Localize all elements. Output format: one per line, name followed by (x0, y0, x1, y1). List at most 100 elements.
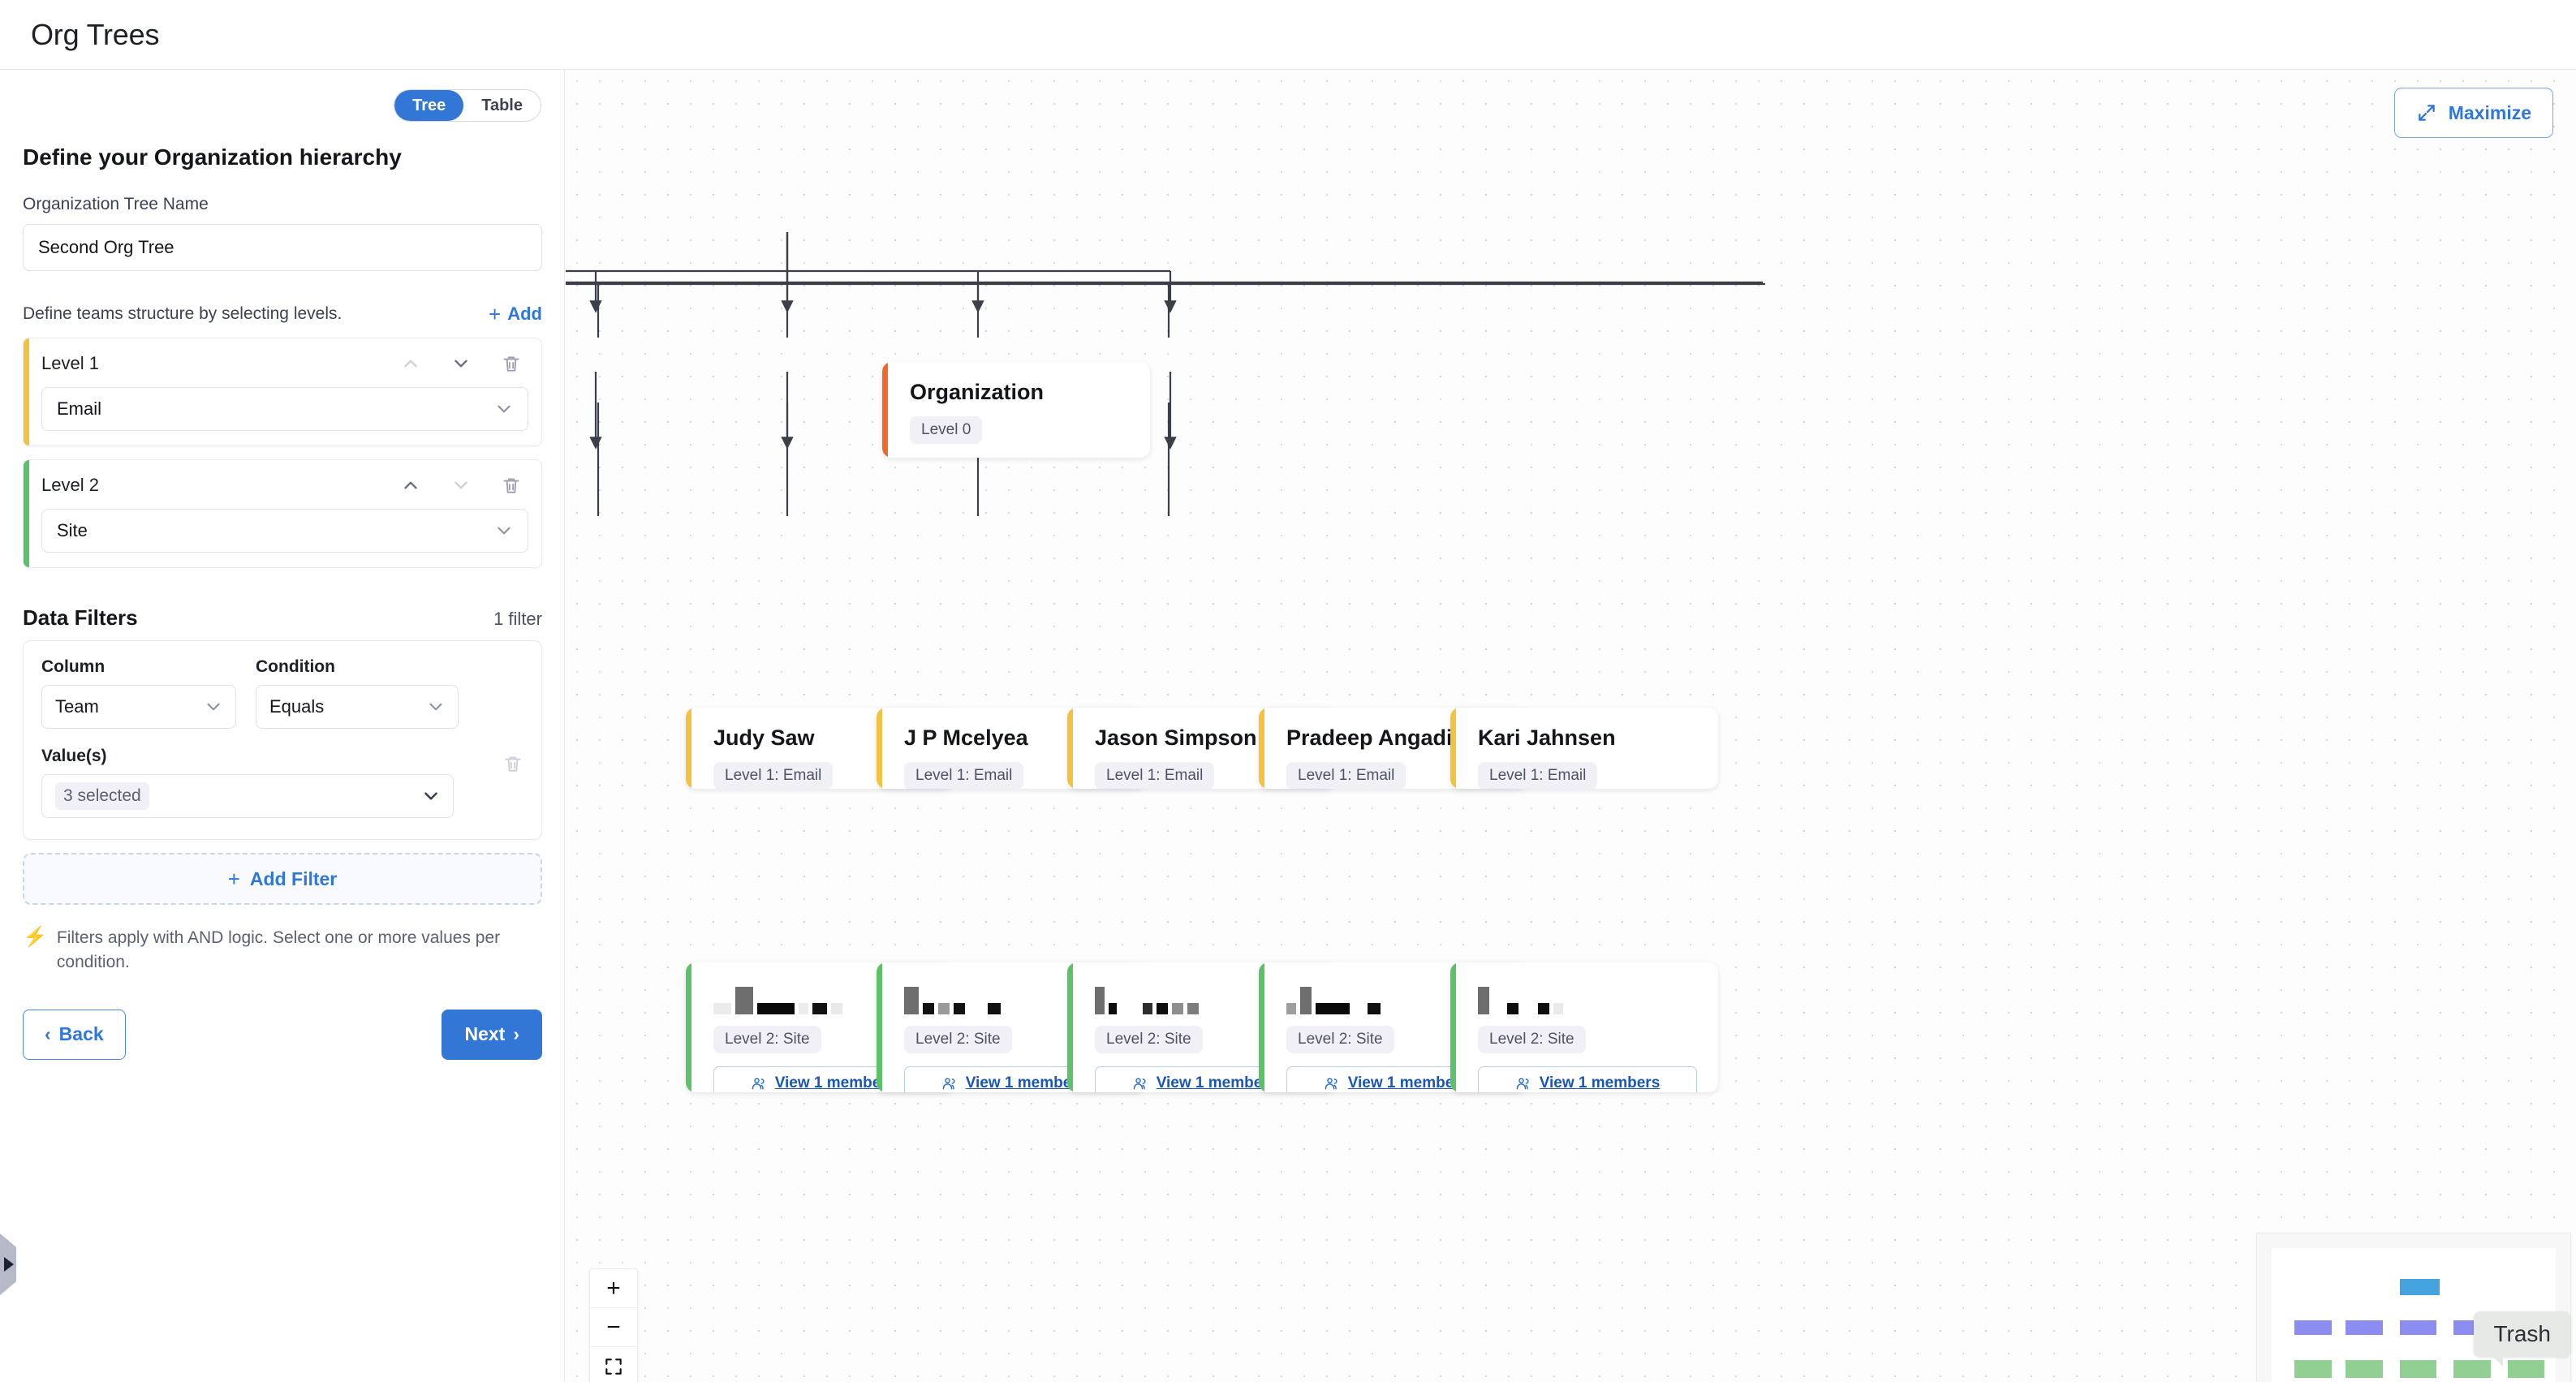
people-group-icon (1324, 1075, 1340, 1091)
minimap-node-level2 (2399, 1359, 2436, 1378)
org-node-level2-0-title (713, 980, 933, 1014)
org-node-level2-3-title (1286, 980, 1506, 1014)
tab-table[interactable]: Table (481, 96, 523, 114)
minimap[interactable]: Trash (2256, 1233, 2571, 1382)
maximize-button[interactable]: Maximize (2393, 88, 2553, 138)
org-node-level1-4[interactable]: Kari Jahnsen Level 1: Email (1450, 708, 1718, 789)
people-group-icon (751, 1075, 767, 1091)
tab-tree[interactable]: Tree (394, 90, 464, 121)
filter-values-group: Value(s) 3 selected (41, 747, 523, 818)
minimap-node-root (2399, 1278, 2440, 1296)
back-button[interactable]: ‹ Back (23, 1009, 126, 1060)
org-node-level2-3-badge: Level 2: Site (1286, 1026, 1394, 1053)
minimap-node-level2 (2294, 1359, 2332, 1378)
level-card-2[interactable]: Level 2 Site (23, 459, 542, 568)
expand-right-triangle-icon (4, 1257, 14, 1272)
org-node-level1-4-title: Kari Jahnsen (1478, 725, 1616, 750)
view-toggle[interactable]: Tree Table (394, 89, 541, 122)
chevron-down-icon (493, 520, 515, 541)
zoom-controls[interactable]: + − (589, 1268, 638, 1382)
org-tree-canvas[interactable]: Maximize (566, 70, 2576, 1382)
filter-condition-value: Equals (269, 696, 325, 717)
tree-name-input[interactable]: Second Org Tree (23, 224, 542, 271)
filters-hint: ⚡ Filters apply with AND logic. Select o… (23, 926, 542, 975)
level-card-2-actions (400, 475, 527, 496)
back-label: Back (58, 1023, 104, 1045)
org-node-level1-4-body: Kari Jahnsen Level 1: Email (1450, 708, 1718, 789)
sidebar-expand-handle[interactable] (0, 1233, 16, 1295)
add-filter-button[interactable]: + Add Filter (23, 853, 542, 905)
data-filters-count: 1 filter (493, 609, 542, 629)
view-members-label: View 1 members (1347, 1074, 1469, 1091)
level-1-select[interactable]: Email (41, 387, 528, 431)
org-node-level1-4-badge: Level 1: Email (1478, 762, 1598, 789)
org-node-level2-4[interactable]: Level 2: Site View 1 members (1450, 962, 1718, 1092)
org-node-level2-2-title (1095, 980, 1314, 1014)
chevron-up-icon[interactable] (400, 353, 421, 374)
panel-heading: Define your Organization hierarchy (23, 144, 402, 170)
level-2-select[interactable]: Site (41, 509, 528, 553)
app-header: Org Trees (0, 0, 2576, 70)
delete-filter-icon[interactable] (502, 753, 523, 774)
chevron-down-icon[interactable] (450, 353, 472, 374)
view-members-label: View 1 members (1156, 1074, 1277, 1091)
chevron-down-icon (203, 696, 224, 717)
org-node-level1-3-badge: Level 1: Email (1286, 762, 1406, 789)
filter-values-select[interactable]: 3 selected (41, 774, 454, 818)
level-card-1[interactable]: Level 1 Email (23, 338, 542, 446)
filter-column-label: Column (41, 657, 106, 676)
level-card-2-header: Level 2 (41, 475, 527, 496)
org-node-level1-2-title: Jason Simpson (1095, 725, 1257, 750)
maximize-label: Maximize (2448, 101, 2531, 123)
filter-column-select[interactable]: Team (41, 685, 236, 729)
plus-icon: + (489, 302, 502, 326)
org-node-level1-1-title: J P Mcelyea (904, 725, 1028, 750)
tree-name-label: Organization Tree Name (23, 195, 209, 213)
minimap-node-level1 (2399, 1320, 2436, 1335)
filter-column-value: Team (55, 696, 99, 717)
org-node-root-title: Organization (910, 380, 1045, 404)
chevron-up-icon[interactable] (400, 475, 421, 496)
zoom-out-button[interactable]: − (590, 1308, 637, 1347)
org-node-root-badge: Level 0 (910, 416, 983, 444)
fit-view-button[interactable] (590, 1347, 637, 1382)
org-node-root[interactable]: Organization Level 0 (882, 362, 1150, 458)
org-node-level1-1-badge: Level 1: Email (904, 762, 1024, 789)
org-node-level2-1-badge: Level 2: Site (904, 1026, 1012, 1053)
trash-icon[interactable] (501, 475, 522, 496)
next-label: Next (464, 1023, 506, 1045)
filter-column-group: Column Team (41, 657, 236, 729)
expand-diagonal-icon (2416, 102, 2437, 123)
chevron-down-icon (420, 786, 442, 807)
org-node-level2-2-body: Level 2: Site View 1 members (1067, 962, 1335, 1092)
org-node-root-body: Organization Level 0 (882, 362, 1150, 458)
add-filter-label: Add Filter (249, 868, 338, 889)
level-card-1-header: Level 1 (41, 353, 527, 374)
zoom-in-button[interactable]: + (590, 1269, 637, 1308)
view-members-button[interactable]: View 1 members (1478, 1066, 1697, 1092)
levels-hint-row: Define teams structure by selecting leve… (23, 304, 542, 325)
filter-condition-group: Condition Equals (256, 657, 459, 729)
minimap-node-level1 (2294, 1320, 2332, 1335)
trash-icon[interactable] (501, 353, 522, 374)
next-button[interactable]: Next › (442, 1009, 542, 1060)
chevron-left-icon: ‹ (45, 1023, 51, 1045)
config-sidebar: Tree Table Define your Organization hier… (0, 70, 565, 1382)
view-members-label: View 1 members (774, 1074, 896, 1091)
org-node-level1-2-body: Jason Simpson Level 1: Email (1067, 708, 1335, 789)
people-group-icon (941, 1075, 958, 1091)
trash-tooltip: Trash (2474, 1311, 2570, 1367)
org-node-level1-0-badge: Level 1: Email (713, 762, 834, 789)
chevron-down-icon[interactable] (450, 475, 472, 496)
level-1-select-value: Email (57, 398, 102, 419)
chevron-down-icon (493, 398, 515, 420)
wizard-nav: ‹ Back Next › (23, 1009, 542, 1060)
org-node-level1-1-body: J P Mcelyea Level 1: Email (877, 708, 1144, 789)
add-level-button[interactable]: + Add (489, 304, 542, 325)
page-title: Org Trees (31, 17, 160, 51)
filter-condition-select[interactable]: Equals (256, 685, 459, 729)
org-node-level1-0-body: Judy Saw Level 1: Email (686, 708, 954, 789)
filter-values-chip: 3 selected (55, 782, 149, 810)
org-node-level2-2-badge: Level 2: Site (1095, 1026, 1203, 1053)
filter-values-label: Value(s) (41, 747, 107, 765)
